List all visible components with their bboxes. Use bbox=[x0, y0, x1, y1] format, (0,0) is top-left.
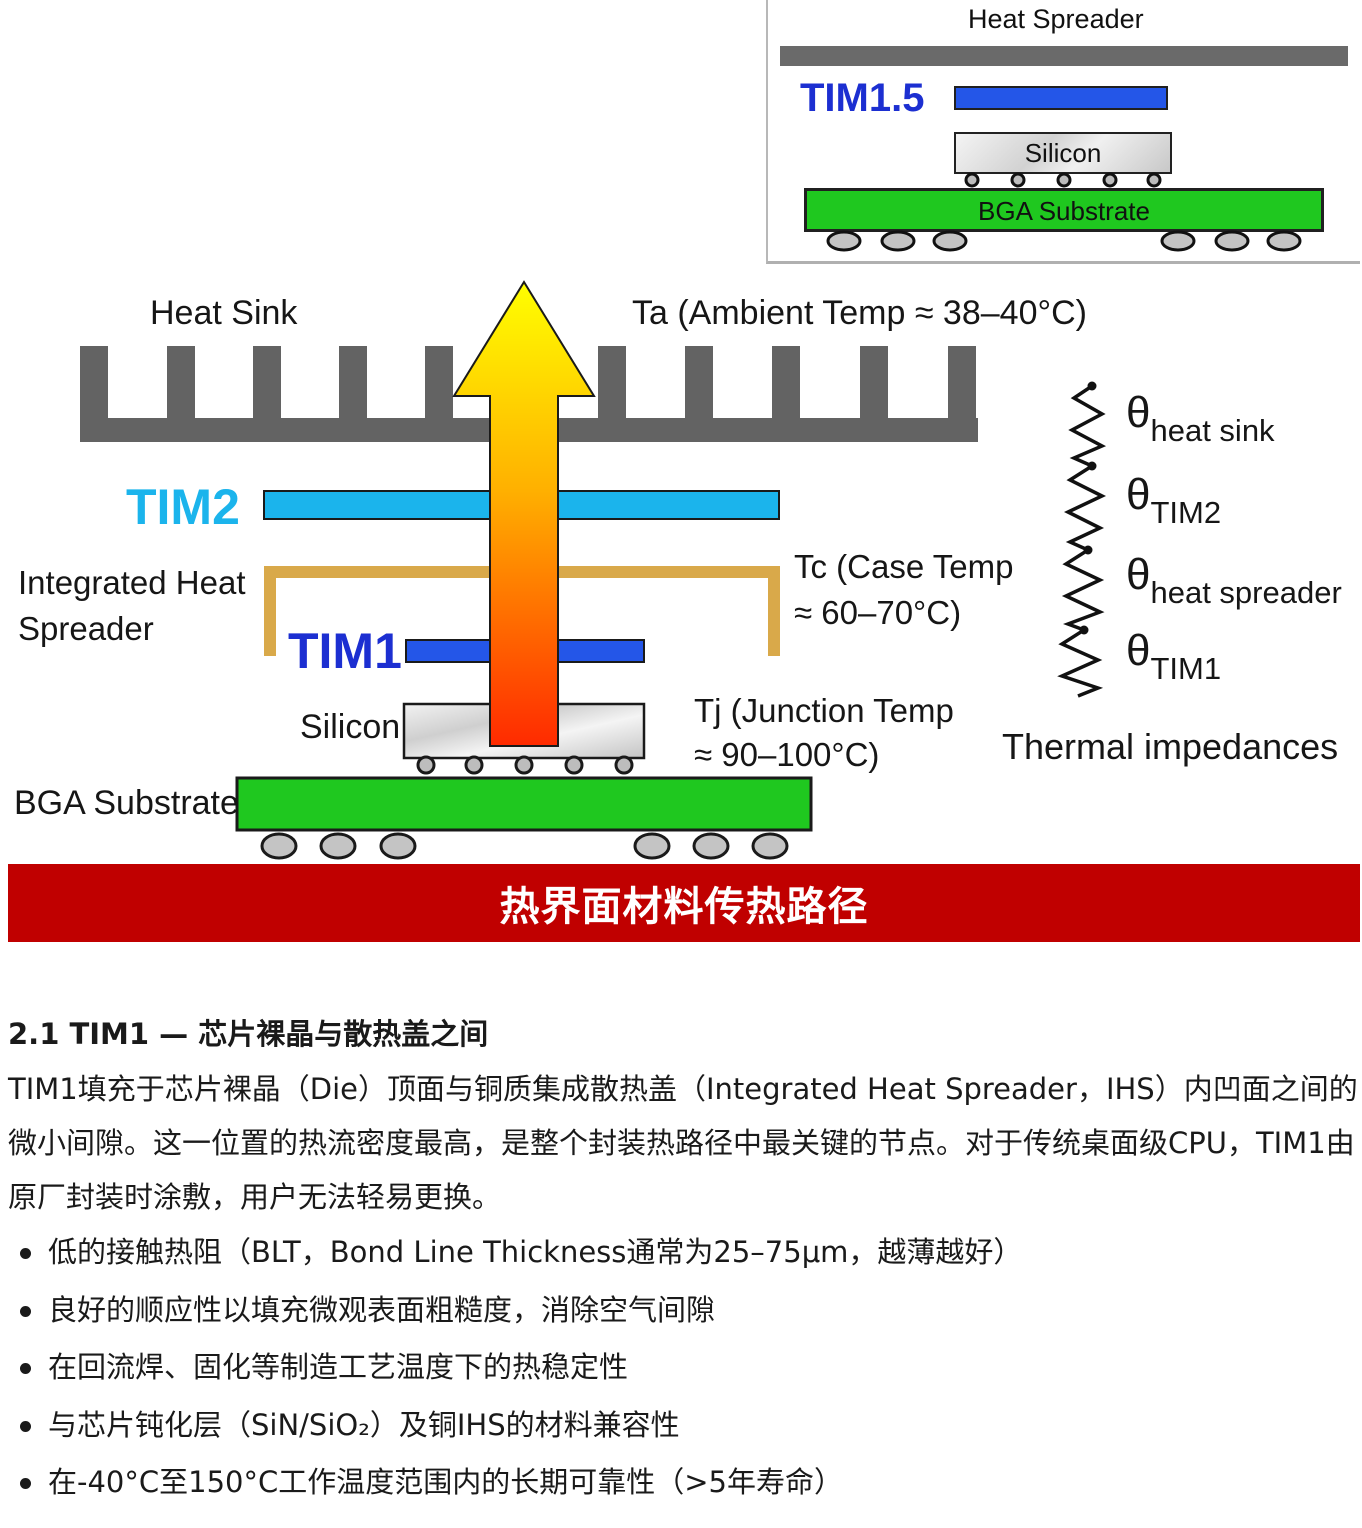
inset-heat-spreader-label: Heat Spreader bbox=[968, 4, 1144, 34]
solder-bumps bbox=[416, 755, 634, 775]
inset-tim15-label: TIM1.5 bbox=[800, 76, 925, 120]
inset-solder-balls bbox=[826, 230, 1302, 252]
section-paragraph: TIM1填充于芯片裸晶（Die）顶面与铜质集成散热盖（Integrated He… bbox=[8, 1072, 1358, 1214]
list-item: 与芯片钝化层（SiN/SiO₂）及铜IHS的材料兼容性 bbox=[8, 1397, 1360, 1455]
section-heading: 2.1 TIM1 — 芯片裸晶与散热盖之间 bbox=[8, 1017, 489, 1051]
inset-solder-bumps bbox=[964, 172, 1162, 188]
list-item: 良好的顺应性以填充微观表面粗糙度，消除空气间隙 bbox=[8, 1282, 1360, 1340]
list-item: 低的接触热阻（BLT，Bond Line Thickness通常为25–75μm… bbox=[8, 1224, 1360, 1282]
tim2-label: TIM2 bbox=[126, 479, 240, 535]
silicon-label: Silicon bbox=[300, 708, 401, 746]
inset-tim15-layer bbox=[954, 86, 1168, 110]
banner-title: 热界面材料传热路径 bbox=[499, 884, 869, 930]
theta-heat-sink-sub: heat sink bbox=[1150, 413, 1275, 448]
theta-tim1: θTIM1 bbox=[1126, 626, 1222, 686]
case-temp-line2: ≈ 60–70°C) bbox=[794, 594, 962, 631]
inset-silicon-die: Silicon bbox=[954, 132, 1172, 174]
inset-heat-spreader bbox=[780, 46, 1348, 66]
bga-substrate bbox=[235, 776, 813, 832]
theta-tim2-sub: TIM2 bbox=[1150, 495, 1222, 530]
list-item: 在回流焊、固化等制造工艺温度下的热稳定性 bbox=[8, 1339, 1360, 1397]
theta-tim2: θTIM2 bbox=[1126, 470, 1222, 530]
tim1-label: TIM1 bbox=[288, 623, 402, 679]
heat-flow-arrow bbox=[452, 280, 596, 747]
theta-heat-spreader: θheat spreader bbox=[1126, 550, 1342, 610]
diagram-graphics bbox=[80, 280, 1107, 860]
section-tim1: 2.1 TIM1 — 芯片裸晶与散热盖之间 TIM1填充于芯片裸晶（Die）顶面… bbox=[8, 1010, 1360, 1512]
ihs-label-line1: Integrated Heat bbox=[18, 564, 246, 601]
inset-diagram: Heat Spreader TIM1.5 Silicon BGA Substra… bbox=[766, 0, 1360, 264]
theta-heat-sink: θheat sink bbox=[1126, 388, 1275, 448]
thermal-resistor-chain bbox=[1057, 384, 1107, 698]
feature-list: 低的接触热阻（BLT，Bond Line Thickness通常为25–75μm… bbox=[8, 1224, 1360, 1512]
resistor-nodes bbox=[1079, 381, 1097, 635]
solder-balls bbox=[260, 832, 789, 860]
ambient-temp-label: Ta (Ambient Temp ≈ 38–40°C) bbox=[632, 294, 1087, 332]
list-item: 在-40°C至150°C工作温度范围内的长期可靠性（>5年寿命） bbox=[8, 1454, 1360, 1512]
junction-temp-line1: Tj (Junction Temp bbox=[694, 692, 954, 729]
theta-heat-spreader-sub: heat spreader bbox=[1150, 575, 1342, 610]
thermal-path-diagram: Heat Sink Ta (Ambient Temp ≈ 38–40°C) TI… bbox=[8, 268, 1360, 864]
case-temp-line1: Tc (Case Temp bbox=[794, 548, 1014, 585]
ihs-label-line2: Spreader bbox=[18, 610, 154, 647]
figure-caption-banner: 热界面材料传热路径 bbox=[8, 864, 1360, 942]
bga-substrate-label: BGA Substrate bbox=[14, 784, 239, 822]
inset-bga-substrate: BGA Substrate bbox=[804, 188, 1324, 232]
thermal-impedances-label: Thermal impedances bbox=[1002, 726, 1339, 767]
theta-tim1-sub: TIM1 bbox=[1150, 651, 1222, 686]
junction-temp-line2: ≈ 90–100°C) bbox=[694, 736, 880, 773]
heat-sink-label: Heat Sink bbox=[150, 294, 298, 332]
